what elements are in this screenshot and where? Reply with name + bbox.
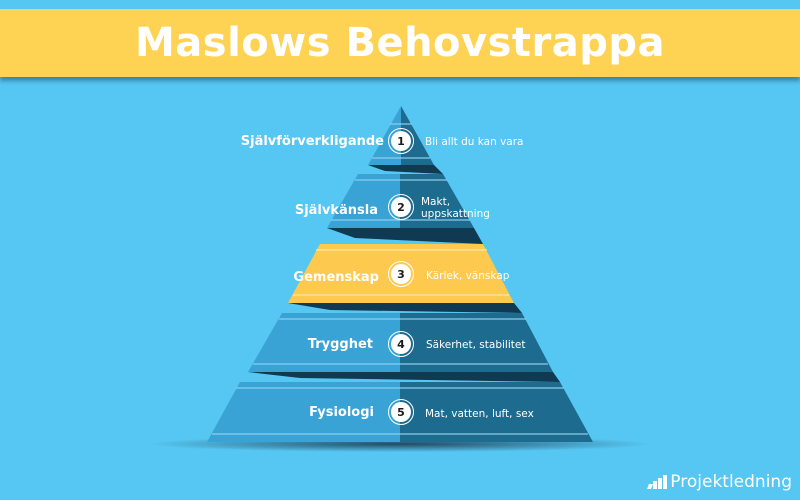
tier-2-shape: [327, 174, 474, 228]
tier-3-label: Gemenskap: [293, 270, 379, 285]
tier-5-number-ring: [388, 399, 414, 425]
tier-1-description: Bli allt du kan vara: [425, 136, 524, 148]
tier-3-number-badge: 3: [391, 264, 411, 284]
tier-4-shadow: [248, 372, 560, 382]
top-strip: [0, 0, 800, 8]
tier-4-shape: [248, 313, 553, 372]
tier-2-number-badge: 2: [391, 197, 411, 217]
bar-chart-icon: [647, 475, 668, 489]
page-title: Maslows Behovstrappa: [134, 20, 666, 66]
tier-4-number-ring: [388, 331, 414, 357]
tier-4-label: Trygghet: [307, 337, 373, 352]
tier-3-shadow: [288, 303, 522, 313]
tier-5-shape: [207, 382, 593, 442]
tier-2-label: Självkänsla: [294, 203, 378, 218]
tier-5-number-badge: 5: [391, 402, 411, 422]
tier-4-description: Säkerhet, stabilitet: [426, 339, 526, 351]
tier-4-number-badge: 4: [391, 334, 411, 354]
tier-5-description: Mat, vatten, luft, sex: [425, 408, 534, 420]
tier-2-description-line1: Makt,: [421, 196, 451, 208]
tier-1-label: Självförverkligande: [240, 134, 384, 149]
tier-5-label: Fysiologi: [309, 405, 374, 420]
tier-3-number-ring: [388, 261, 414, 287]
brand-name: Projektledning: [670, 472, 792, 492]
tier-1-number-badge: 1: [391, 131, 411, 151]
tier-3-description: Kärlek, vänskap: [426, 270, 510, 282]
tier-1-shadow: [368, 165, 443, 174]
brand-logo: Projektledning: [647, 472, 792, 492]
tier-1-number-ring: [388, 128, 414, 154]
title-bar: Maslows Behovstrappa: [0, 9, 800, 77]
tier-2-shadow: [327, 228, 483, 244]
tier-2-number-ring: [388, 194, 414, 220]
tier-2-description-line2: uppskattning: [421, 208, 490, 220]
